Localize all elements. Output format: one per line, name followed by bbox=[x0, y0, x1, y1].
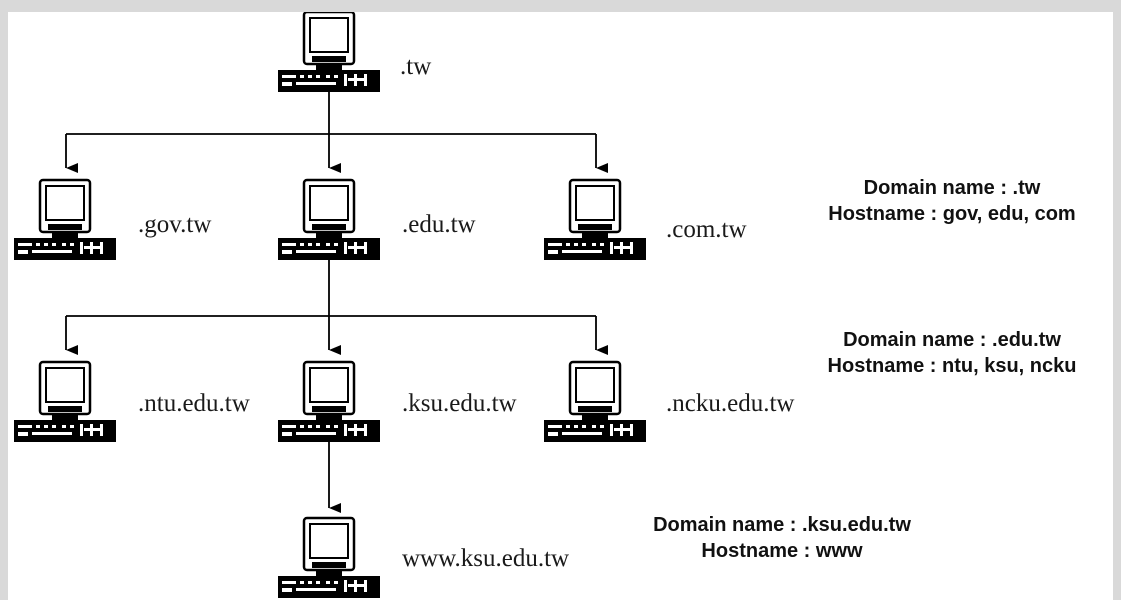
node-label-gov: .gov.tw bbox=[138, 211, 212, 238]
annotation-hostname: Hostname : ntu, ksu, ncku bbox=[827, 355, 1077, 377]
node-label-edu: .edu.tw bbox=[402, 211, 476, 238]
annotation-level-2: Domain name : .edu.tw Hostname : ntu, ks… bbox=[782, 327, 1113, 379]
computer-icon-gov bbox=[12, 178, 118, 262]
node-label-ncku: .ncku.edu.tw bbox=[666, 390, 795, 417]
node-label-ksu: .ksu.edu.tw bbox=[402, 390, 517, 417]
annotation-hostname: Hostname : www bbox=[701, 540, 863, 562]
annotation-level-3: Domain name : .ksu.edu.tw Hostname : www bbox=[622, 512, 942, 564]
node-label-tw: .tw bbox=[400, 53, 432, 80]
annotation-hostname: Hostname : gov, edu, com bbox=[828, 203, 1076, 225]
computer-icon-www bbox=[276, 516, 382, 600]
computer-icon-ksu bbox=[276, 360, 382, 444]
node-label-ntu: .ntu.edu.tw bbox=[138, 390, 250, 417]
computer-icon-com bbox=[542, 178, 648, 262]
diagram-canvas: .tw .gov.tw .edu.tw .com.tw .ntu.edu.tw … bbox=[8, 12, 1113, 600]
annotation-domain-name: Domain name : .tw bbox=[863, 177, 1041, 199]
node-label-www: www.ksu.edu.tw bbox=[402, 545, 570, 572]
computer-icon-tw bbox=[276, 12, 382, 94]
node-label-com: .com.tw bbox=[666, 216, 747, 243]
annotation-domain-name: Domain name : .edu.tw bbox=[843, 329, 1061, 351]
computer-icon-edu bbox=[276, 178, 382, 262]
domain-tree-diagram bbox=[12, 12, 648, 600]
computer-icon-ncku bbox=[542, 360, 648, 444]
annotation-domain-name: Domain name : .ksu.edu.tw bbox=[653, 514, 911, 536]
computer-icon-ntu bbox=[12, 360, 118, 444]
annotation-level-1: Domain name : .tw Hostname : gov, edu, c… bbox=[782, 175, 1113, 227]
